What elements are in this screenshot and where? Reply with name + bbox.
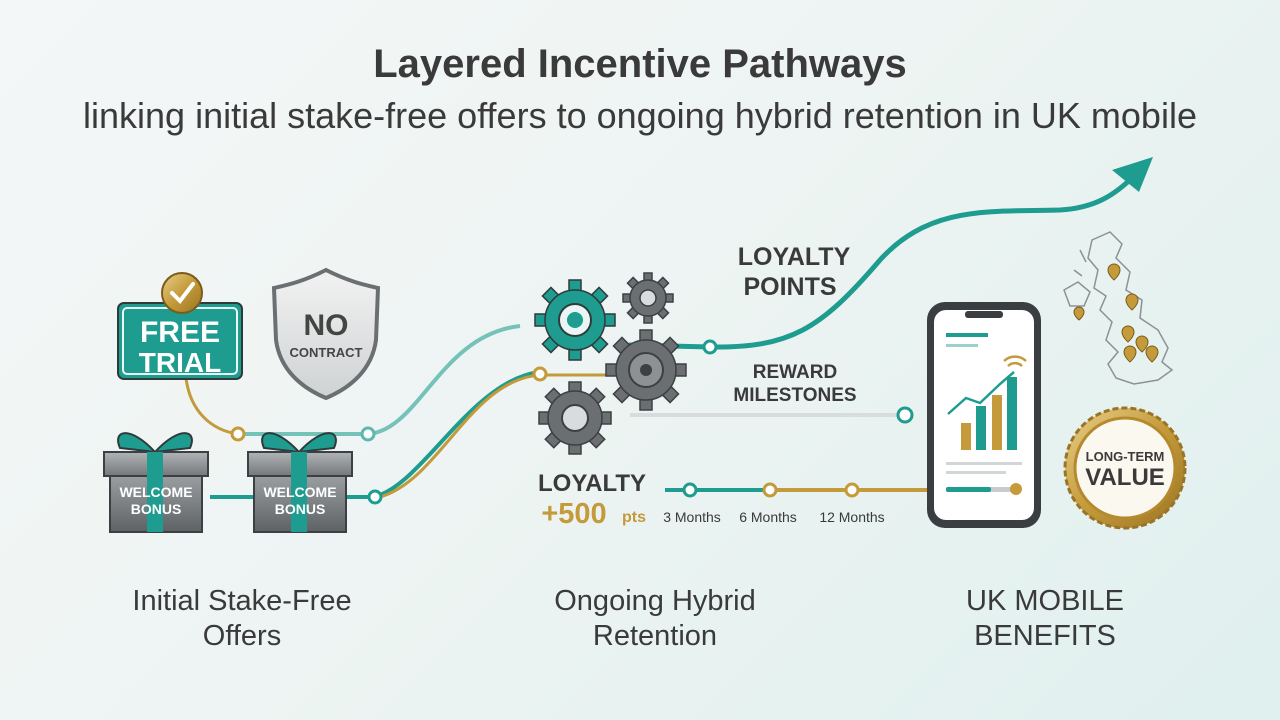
milestone-node-3 [682,482,698,498]
node [367,489,383,505]
loyalty-points-line-1: LOYALTY [738,243,851,271]
connector-lines [184,157,1153,505]
column-label-initial-line-2: Offers [202,620,282,652]
column-label-initial: Initial Stake-Free Offers [92,584,392,654]
signal-icon [1003,355,1027,367]
long-term-value-seal: LONG-TERM VALUE [1063,406,1187,530]
milestone-label-12: 12 Months [819,509,884,525]
reward-milestones-line-2: MILESTONES [733,385,856,406]
milestone-node-12 [844,482,860,498]
check-badge-icon [161,272,203,314]
diagram-title: Layered Incentive Pathways [373,42,907,86]
no-contract-line-1: NO [304,309,349,342]
node [360,426,376,442]
gift-1-line-2: BONUS [131,501,182,517]
gold-rising-line [379,373,610,499]
seal-line-2: VALUE [1085,464,1165,491]
gift-1-line-1: WELCOME [119,484,192,500]
column-label-ongoing-line-1: Ongoing Hybrid [554,585,756,617]
column-label-uk-line-1: UK MOBILE [966,585,1124,617]
free-trial-sign: FREE TRIAL [117,272,243,380]
uk-map-icon [1063,231,1174,385]
trend-line [947,371,1015,415]
checkmark-icon [170,282,195,305]
shield-icon [271,267,381,401]
gears-cluster [534,272,687,455]
map-pin-icon [1135,335,1149,353]
gift-bow-icon [261,432,337,454]
map-pin-icon [1125,293,1139,311]
node [230,426,246,442]
no-contract-shield: NO CONTRACT [271,267,381,401]
gear-bottom-grey-icon [538,381,612,455]
column-label-initial-line-1: Initial Stake-Free [132,585,352,617]
growth-arrow-head [1112,157,1153,192]
smartphone-icon [927,302,1041,528]
milestone-node-6 [762,482,778,498]
points-unit: pts [622,509,646,526]
column-label-uk: UK MOBILE BENEFITS [895,584,1195,654]
welcome-bonus-gift-2: WELCOME BONUS [247,432,353,533]
milestone-label-6: 6 Months [739,509,797,525]
milestone-label-3: 3 Months [663,509,721,525]
loyalty-label: LOYALTY [538,470,646,497]
free-trial-line-2: TRIAL [139,347,221,378]
column-label-uk-line-2: BENEFITS [974,620,1116,652]
map-pin-icon [1123,345,1137,363]
free-trial-connector [184,377,239,436]
map-pin-icon [1107,263,1121,281]
gear-large-grey-icon [605,329,687,411]
seal-line-1: LONG-TERM [1086,449,1165,464]
gear-small-grey-icon [622,272,674,324]
map-pin-icon [1073,306,1085,321]
diagram-subtitle: linking initial stake-free offers to ong… [83,95,1197,136]
offer-to-gears-line-1 [238,324,521,436]
growth-arrow-line [627,172,1138,350]
gift-2-line-2: BONUS [275,501,326,517]
no-contract-line-2: CONTRACT [290,345,363,360]
free-trial-line-1: FREE [140,316,220,349]
map-pins [1073,263,1159,363]
gift-bow-icon [117,432,193,454]
offer-to-gears-line-2 [210,370,541,499]
node [532,366,548,382]
node [702,339,718,355]
node [896,406,914,424]
map-pin-icon [1121,325,1135,343]
reward-milestones-line-1: REWARD [753,362,837,383]
map-pin-icon [1145,345,1159,363]
welcome-bonus-gift-1: WELCOME BONUS [103,432,209,533]
column-label-ongoing-line-2: Retention [592,620,718,652]
points-value: +500 [541,498,606,530]
gift-2-line-1: WELCOME [263,484,336,500]
column-label-ongoing: Ongoing Hybrid Retention [505,584,805,654]
loyalty-points-line-2: POINTS [743,273,836,301]
gear-teal-icon [534,279,616,361]
